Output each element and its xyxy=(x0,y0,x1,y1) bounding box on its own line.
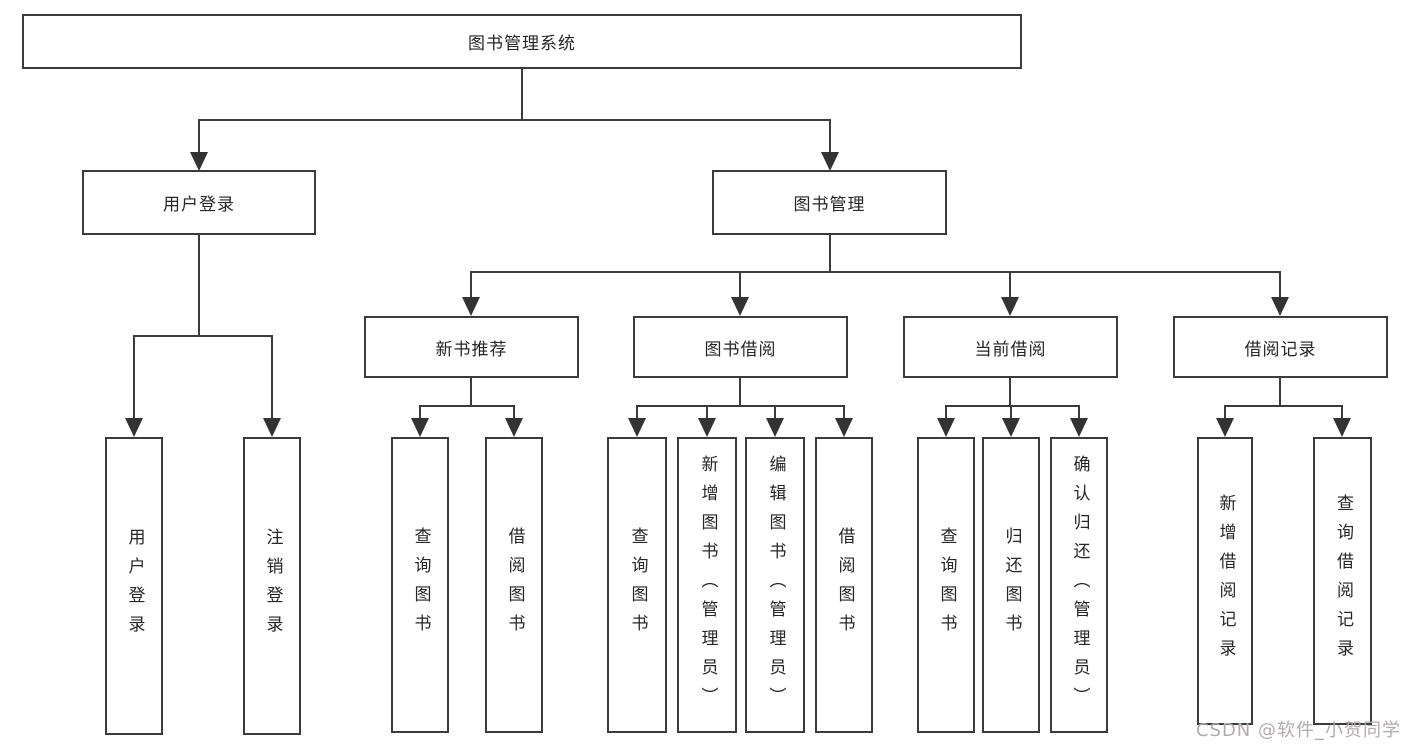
connector-stem xyxy=(945,405,947,425)
connector-stem xyxy=(1010,405,1012,425)
connector-user-bus xyxy=(133,335,273,337)
connector-stem xyxy=(1009,271,1011,302)
leaf-query-books-current: 查询图书 xyxy=(917,437,975,733)
connector-stem xyxy=(636,405,638,425)
node-new-book-recommend: 新书推荐 xyxy=(364,316,579,378)
node-new-book-recommend-label: 新书推荐 xyxy=(435,339,508,360)
arrowhead-icon xyxy=(937,418,955,437)
connector-stem xyxy=(1078,405,1080,425)
connector-stem xyxy=(470,271,472,302)
leaf-query-books-borrow-label: 查询图书 xyxy=(627,527,648,643)
leaf-add-books-admin-label: 新增图书（管理员） xyxy=(697,454,718,716)
connector-stem xyxy=(1224,405,1226,425)
connector-records-bus xyxy=(1224,405,1343,407)
node-borrow-records-label: 借阅记录 xyxy=(1244,339,1317,360)
leaf-return-books: 归还图书 xyxy=(982,437,1040,733)
leaf-edit-books-admin: 编辑图书（管理员） xyxy=(745,437,805,733)
node-borrow-records: 借阅记录 xyxy=(1173,316,1388,378)
connector-current-bus xyxy=(945,405,1080,407)
node-user-login-label: 用户登录 xyxy=(163,195,235,215)
connector-stem xyxy=(271,335,273,423)
arrowhead-icon xyxy=(1070,418,1088,437)
leaf-query-books-borrow: 查询图书 xyxy=(607,437,667,733)
arrowhead-icon xyxy=(835,418,853,437)
leaf-borrow-books-label: 借阅图书 xyxy=(834,527,855,643)
leaf-logout: 注销登录 xyxy=(243,437,301,735)
node-root-label: 图书管理系统 xyxy=(468,34,576,54)
connector-stem xyxy=(774,405,776,425)
arrowhead-icon xyxy=(698,418,716,437)
arrowhead-icon xyxy=(462,297,480,316)
connector-borrow-bus xyxy=(636,405,845,407)
arrowhead-icon xyxy=(766,418,784,437)
arrowhead-icon xyxy=(821,152,839,171)
connector-stem xyxy=(419,405,421,425)
connector-stem xyxy=(829,119,831,155)
leaf-return-books-label: 归还图书 xyxy=(1001,527,1022,643)
node-book-borrow: 图书借阅 xyxy=(633,316,848,378)
node-book-management: 图书管理 xyxy=(712,170,947,235)
arrowhead-icon xyxy=(411,418,429,437)
leaf-edit-books-admin-label: 编辑图书（管理员） xyxy=(765,454,786,716)
arrowhead-icon xyxy=(731,297,749,316)
arrowhead-icon xyxy=(1001,297,1019,316)
leaf-borrow-books-recommend: 借阅图书 xyxy=(485,437,543,733)
connector-stem xyxy=(829,235,831,273)
leaf-logout-label: 注销登录 xyxy=(262,528,283,644)
node-user-login: 用户登录 xyxy=(82,170,316,235)
arrowhead-icon xyxy=(1216,418,1234,437)
arrowhead-icon xyxy=(1002,418,1020,437)
arrowhead-icon xyxy=(1271,297,1289,316)
connector-stem xyxy=(1009,378,1011,407)
connector-stem xyxy=(470,378,472,407)
connector-root-trunk xyxy=(521,68,523,121)
node-root: 图书管理系统 xyxy=(22,14,1022,69)
arrowhead-icon xyxy=(263,418,281,437)
connector-level1-bus xyxy=(198,119,831,121)
connector-stem xyxy=(1279,271,1281,302)
leaf-query-borrow-record: 查询借阅记录 xyxy=(1313,437,1372,725)
csdn-watermark: CSDN @软件_小贺同学 xyxy=(1195,720,1401,741)
node-current-borrow-label: 当前借阅 xyxy=(974,339,1047,360)
connector-stem xyxy=(198,235,200,337)
connector-stem xyxy=(133,335,135,423)
leaf-confirm-return-admin: 确认归还（管理员） xyxy=(1050,437,1108,733)
leaf-query-books-current-label: 查询图书 xyxy=(936,527,957,643)
connector-stem xyxy=(513,405,515,425)
node-book-borrow-label: 图书借阅 xyxy=(704,339,777,360)
connector-recommend-bus xyxy=(419,405,515,407)
node-book-management-label: 图书管理 xyxy=(793,195,866,215)
arrowhead-icon xyxy=(125,418,143,437)
connector-level3-bus xyxy=(470,271,1281,273)
leaf-query-borrow-record-label: 查询借阅记录 xyxy=(1333,494,1353,668)
arrowhead-icon xyxy=(190,152,208,171)
leaf-add-borrow-record: 新增借阅记录 xyxy=(1197,437,1253,725)
node-current-borrow: 当前借阅 xyxy=(903,316,1118,378)
leaf-query-books-recommend-label: 查询图书 xyxy=(410,527,431,643)
leaf-user-login-label: 用户登录 xyxy=(124,528,145,644)
leaf-confirm-return-admin-label: 确认归还（管理员） xyxy=(1069,454,1090,716)
leaf-borrow-books: 借阅图书 xyxy=(815,437,873,733)
connector-stem xyxy=(1279,378,1281,407)
leaf-add-borrow-record-label: 新增借阅记录 xyxy=(1215,494,1236,668)
connector-stem xyxy=(706,405,708,425)
leaf-user-login: 用户登录 xyxy=(105,437,163,735)
arrowhead-icon xyxy=(1333,418,1351,437)
arrowhead-icon xyxy=(505,418,523,437)
connector-stem xyxy=(1341,405,1343,425)
arrowhead-icon xyxy=(628,418,646,437)
connector-stem xyxy=(739,378,741,407)
leaf-query-books-recommend: 查询图书 xyxy=(391,437,449,733)
leaf-add-books-admin: 新增图书（管理员） xyxy=(677,437,737,733)
leaf-borrow-books-recommend-label: 借阅图书 xyxy=(504,527,525,643)
connector-stem xyxy=(739,271,741,302)
connector-stem xyxy=(198,119,200,155)
connector-stem xyxy=(843,405,845,425)
